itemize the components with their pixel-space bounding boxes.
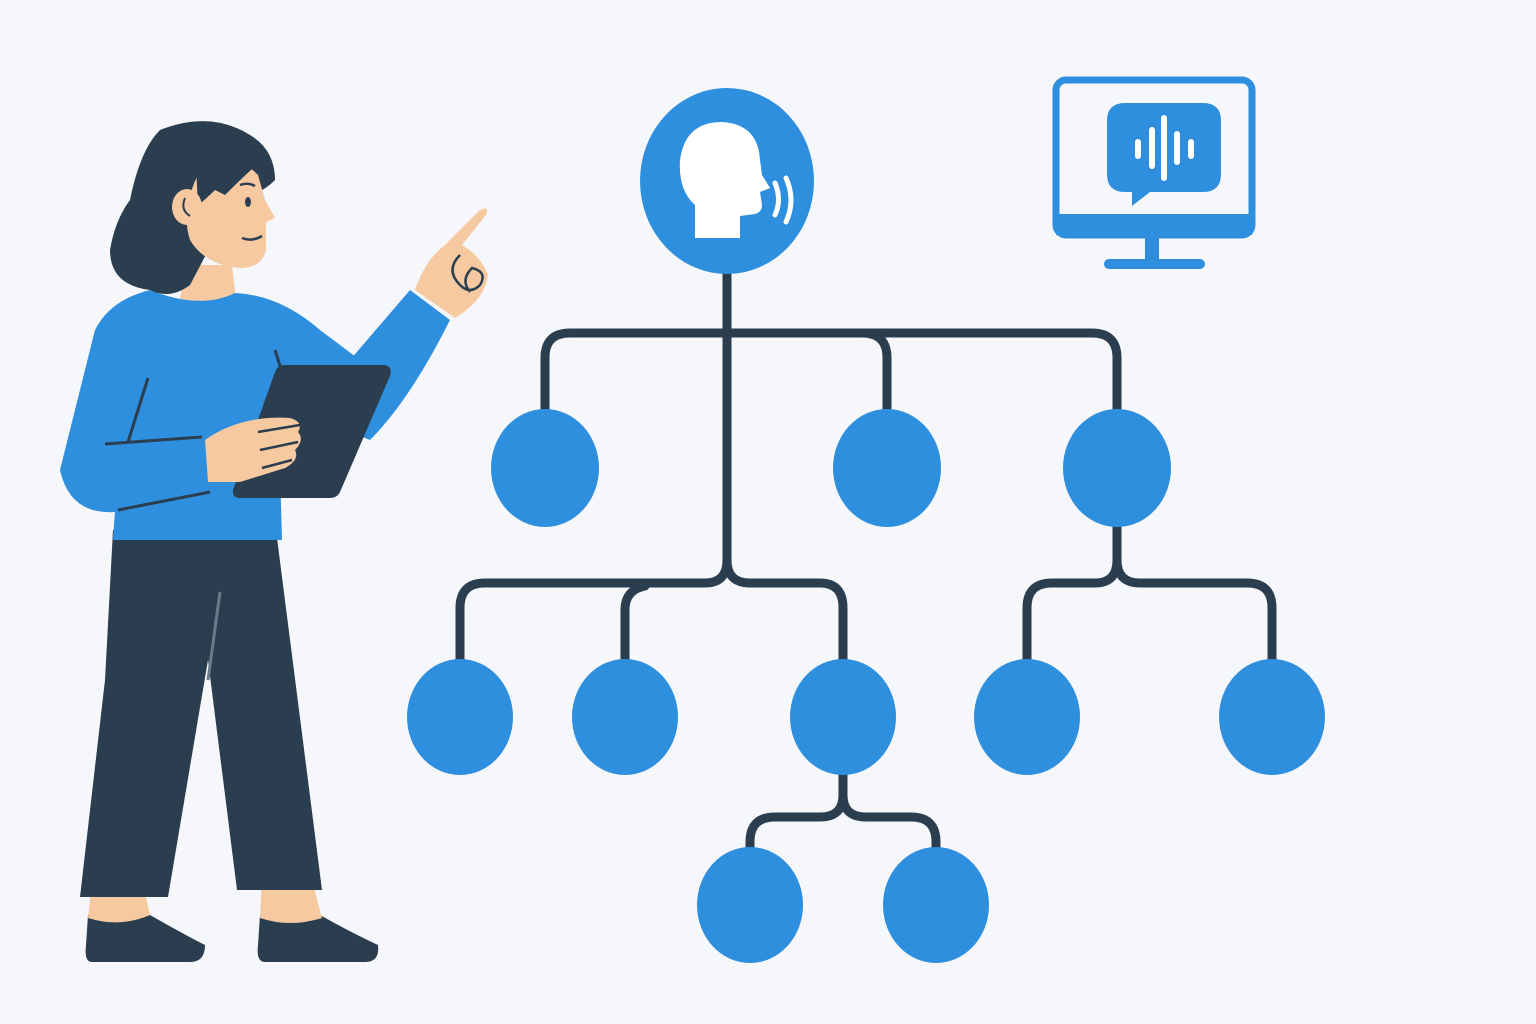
woman-with-tablet (60, 121, 488, 962)
speaking-head-icon (679, 122, 794, 238)
tree-node (572, 659, 678, 775)
tree-nodes (407, 409, 1325, 963)
tree-node (1063, 409, 1171, 527)
connector-level1-2 (857, 328, 892, 417)
ear (172, 189, 202, 225)
tree-node (974, 659, 1080, 775)
tree-node (491, 409, 599, 527)
tree-node (790, 659, 896, 775)
connector-level1-bar (540, 328, 1122, 417)
connector-level2-2 (620, 581, 650, 667)
tree-node (407, 659, 513, 775)
pants (80, 530, 322, 897)
eye (245, 197, 251, 207)
smile (241, 234, 263, 241)
tree-node (1219, 659, 1325, 775)
shoe (85, 915, 205, 962)
holding-hand (205, 417, 301, 482)
root-node (640, 88, 814, 274)
connector-trunk-right (722, 555, 848, 667)
audio-waveform-icon (1135, 115, 1194, 181)
tree-node (883, 847, 989, 963)
connector-right-right (1112, 555, 1277, 667)
tree-node (697, 847, 803, 963)
connector-bottom-right (838, 790, 941, 855)
tree-connectors (455, 263, 1277, 855)
shoe (257, 915, 379, 962)
tree-node (833, 409, 941, 527)
monitor-voice-message-icon (1052, 76, 1256, 269)
